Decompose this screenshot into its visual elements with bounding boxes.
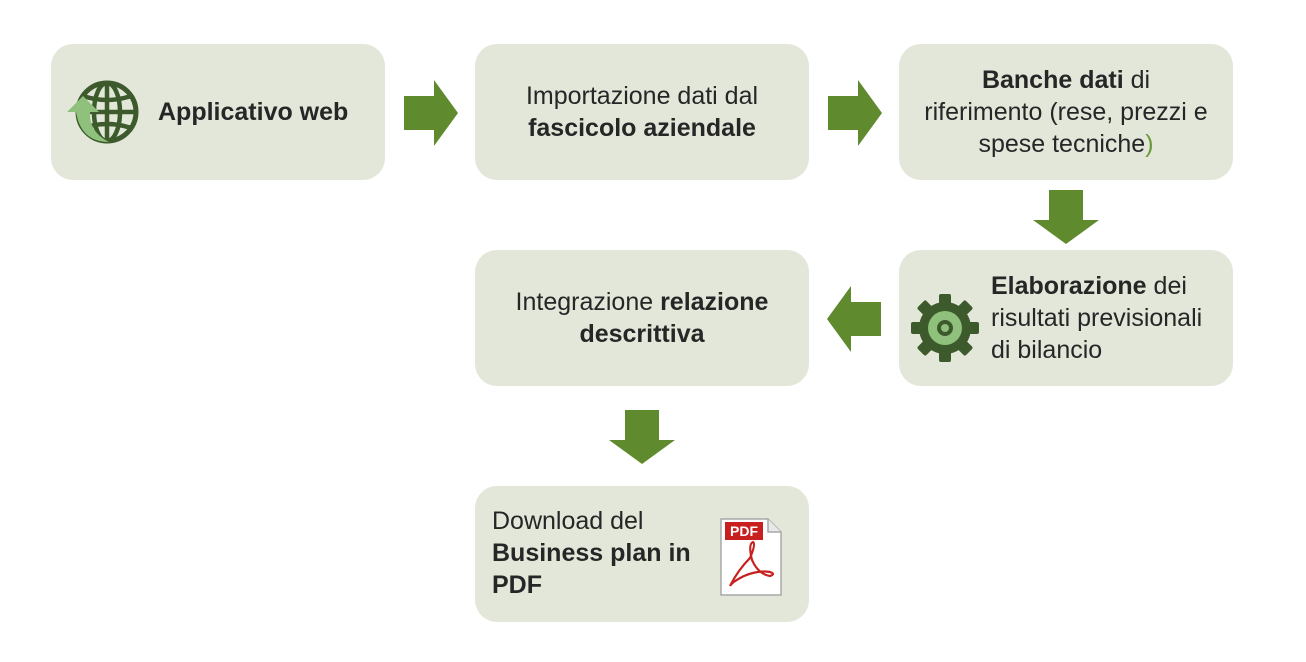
- web-app-label: Applicativo web: [158, 98, 349, 126]
- gear-icon: [911, 294, 979, 370]
- download-text: Download del Business plan in PDF: [492, 505, 691, 601]
- pdf-icon-text: PDF: [730, 523, 758, 539]
- processing-line1: Elaborazione dei: [991, 270, 1202, 302]
- step-download: Download del Business plan in PDF PDF: [475, 486, 809, 622]
- arrow-right-1: [404, 80, 458, 146]
- integration-line1-bold: relazione: [660, 288, 769, 316]
- pdf-file-icon: PDF: [720, 518, 782, 604]
- download-line3: PDF: [492, 571, 542, 599]
- download-line1: Download del: [492, 507, 644, 535]
- step-import: Importazione dati dal fascicolo aziendal…: [475, 44, 809, 180]
- processing-line1-rest: dei: [1146, 272, 1187, 300]
- databases-line3: spese tecniche): [924, 128, 1207, 160]
- databases-line2: riferimento (rese, prezzi e: [924, 98, 1208, 126]
- databases-line1-rest: di: [1123, 66, 1151, 94]
- databases-line3-paren: ): [1145, 130, 1154, 158]
- databases-text: Banche dati di riferimento (rese, prezzi…: [924, 64, 1207, 160]
- arrow-right-2: [828, 80, 882, 146]
- arrow-down-2: [609, 410, 675, 464]
- processing-line3: di bilancio: [991, 336, 1103, 364]
- import-text: Importazione dati dal fascicolo aziendal…: [526, 80, 758, 144]
- step-web-app: Applicativo web: [51, 44, 385, 180]
- integration-line1: Integrazione relazione: [516, 286, 769, 318]
- step-integration: Integrazione relazione descrittiva: [475, 250, 809, 386]
- databases-line1: Banche dati di: [924, 64, 1207, 96]
- integration-line1-text: Integrazione: [515, 288, 661, 316]
- integration-text: Integrazione relazione descrittiva: [516, 286, 769, 350]
- import-line2: fascicolo aziendale: [528, 114, 756, 142]
- databases-line3-text: spese tecniche: [978, 130, 1146, 158]
- processing-line1-bold: Elaborazione: [991, 272, 1147, 300]
- processing-line2: risultati previsionali: [991, 304, 1203, 332]
- arrow-left-1: [827, 286, 881, 352]
- globe-refresh-icon: [63, 76, 145, 158]
- databases-line1-bold: Banche dati: [981, 66, 1124, 94]
- import-line1: Importazione dati dal: [525, 82, 759, 110]
- step-processing: Elaborazione dei risultati previsionali …: [899, 250, 1233, 386]
- arrow-down-1: [1033, 190, 1099, 244]
- processing-text: Elaborazione dei risultati previsionali …: [991, 270, 1202, 366]
- integration-line2: descrittiva: [579, 320, 705, 348]
- download-line2: Business plan in: [492, 539, 691, 567]
- step-databases: Banche dati di riferimento (rese, prezzi…: [899, 44, 1233, 180]
